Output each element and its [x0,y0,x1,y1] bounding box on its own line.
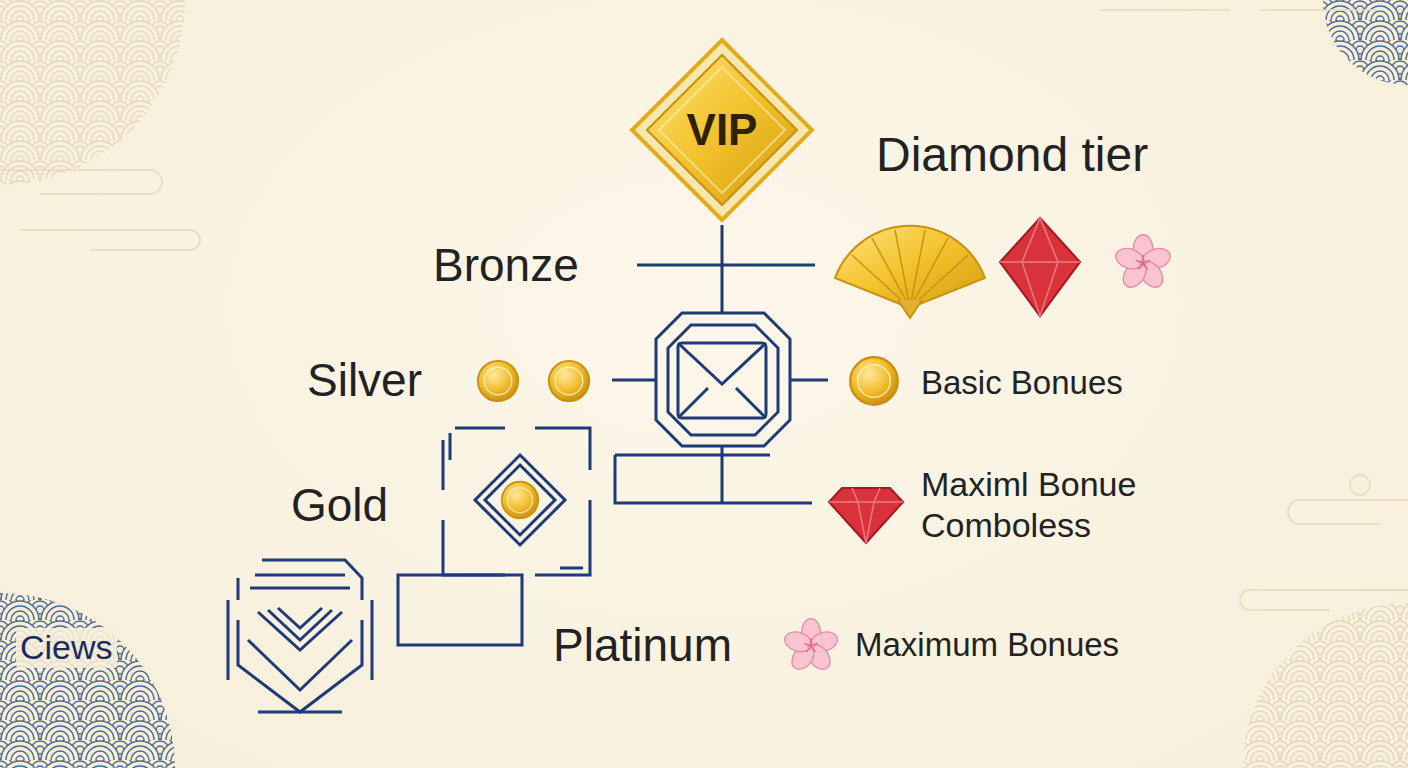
sakura-icon [1113,235,1173,292]
tier-label: Platinum [553,619,732,672]
wave-pattern [1323,0,1408,85]
vip-diamond: VIP [627,35,817,225]
shield-icon [228,560,372,712]
coin-icon [478,361,518,401]
cloud-lines [0,10,1408,610]
bonus-label: Maximum Bonues [855,626,1119,664]
tier-title: Diamond tier [876,127,1148,182]
envelope-box [656,313,790,446]
corner-label: Ciews [16,628,117,667]
sakura-icon [782,619,840,674]
tier-label: Silver [307,354,422,407]
fan-icon [835,226,985,318]
ruby-icon [829,488,903,543]
wave-pattern [1243,603,1408,768]
gold-box [443,428,590,575]
tier-label: Bronze [433,239,579,292]
bonus-label: Basic Bonues [921,364,1123,402]
red-diamond-icon [1000,218,1080,316]
node-text: VIP [627,105,817,155]
wave-pattern [0,0,185,185]
wave-pattern [0,593,175,768]
coin-icon [549,361,589,401]
coin-icon [850,357,898,405]
bonus-label: Maximl Bonue Comboless [921,464,1171,546]
coin-icon [502,482,539,519]
tier-label: Gold [291,479,388,532]
tier-lines [398,225,828,645]
